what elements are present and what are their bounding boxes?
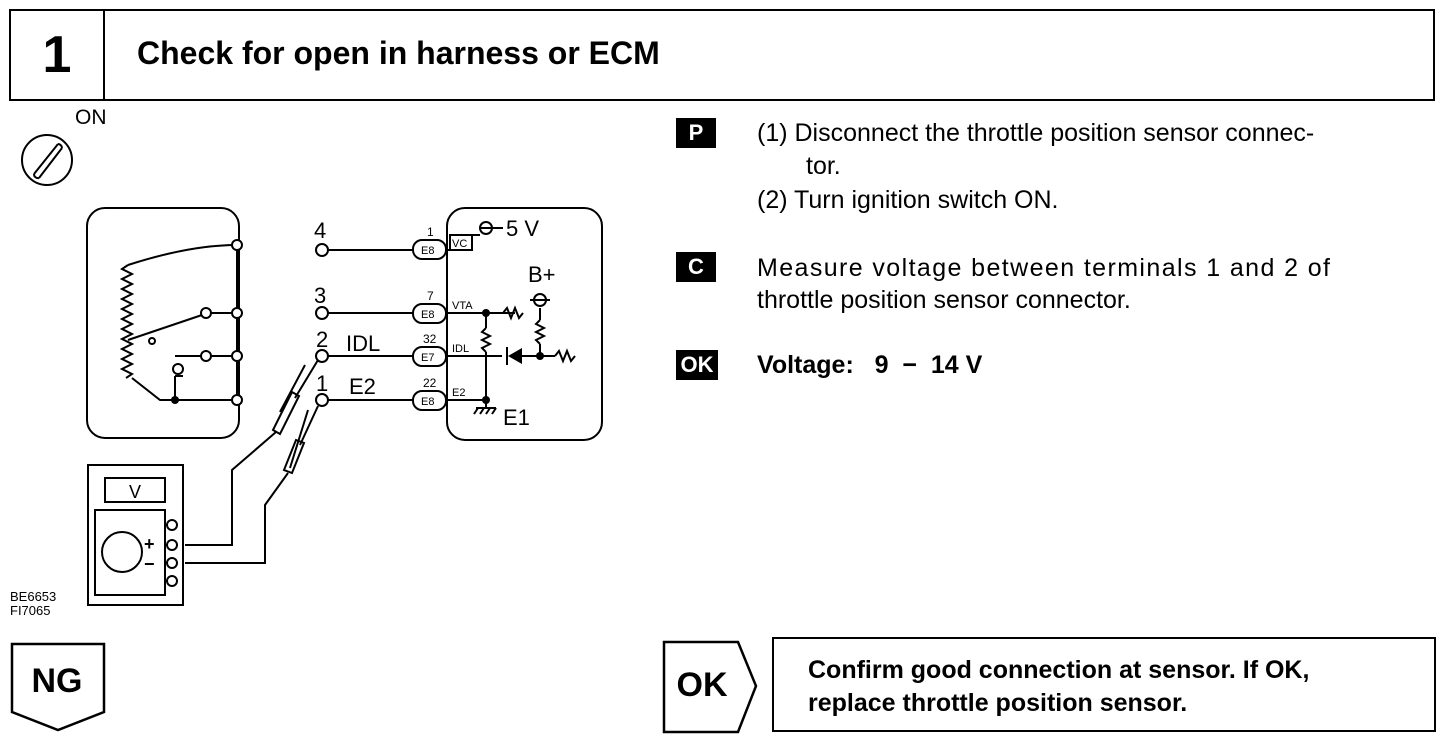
- ok-voltage-spec: Voltage: 9 − 14 V: [757, 351, 983, 379]
- ecm-terminal-name: E2: [452, 387, 465, 399]
- ng-badge: [10, 642, 106, 732]
- ground-label: E1: [503, 405, 530, 430]
- ecm-terminal-name: IDL: [452, 343, 469, 355]
- throttle-sensor-body: [86, 207, 240, 439]
- ok-message-box: Confirm good connection at sensor. If OK…: [772, 637, 1436, 732]
- prep-step-1-cont: tor.: [806, 152, 841, 180]
- ok-label: OK: [676, 666, 728, 704]
- ecm-body: [446, 207, 603, 441]
- voltmeter: [87, 464, 184, 606]
- ecm-pin-number: 1: [427, 225, 434, 239]
- ignition-label: ON: [75, 106, 107, 129]
- wiring-diagram: 4 3 2 1 IDL E2 1 7 32 22 E8 E8 E7 E8 VC …: [21, 134, 603, 606]
- ecm-connector-id: E8: [421, 245, 434, 257]
- check-tag: C: [676, 252, 716, 282]
- ok-message-line2: replace throttle position sensor.: [808, 689, 1188, 717]
- meter-plus: +: [144, 534, 155, 554]
- ng-label: NG: [31, 662, 83, 700]
- prep-step-1: (1) Disconnect the throttle position sen…: [757, 119, 1315, 147]
- ok-message-line1: Confirm good connection at sensor. If OK…: [808, 656, 1310, 684]
- ecm-pin-number: 7: [427, 289, 434, 303]
- ecm-connector-id: E8: [421, 309, 434, 321]
- ecm-terminal-name: VTA: [452, 300, 473, 312]
- sensor-pin-label: 2: [316, 327, 328, 352]
- ignition-key-icon: [21, 134, 73, 186]
- ecm-terminal-name: VC: [452, 238, 467, 250]
- ecm-connector-id: E7: [421, 352, 434, 364]
- supply-label: 5 V: [506, 216, 539, 241]
- sensor-pin-label: 3: [314, 283, 326, 308]
- sensor-pin-label: 4: [314, 218, 326, 243]
- ok-badge: [662, 640, 758, 734]
- meter-label: V: [129, 482, 141, 502]
- prep-tag: P: [676, 118, 716, 148]
- check-step: Measure voltage between terminals 1 and …: [757, 254, 1332, 282]
- step-number: 1: [11, 11, 105, 99]
- step-title: Check for open in harness or ECM: [137, 35, 660, 71]
- ecm-pin-number: 22: [423, 376, 437, 390]
- battery-label: B+: [528, 262, 556, 287]
- prep-step-2: (2) Turn ignition switch ON.: [757, 186, 1059, 214]
- sensor-pin-label: 1: [316, 371, 328, 396]
- step-header: 1 Check for open in harness or ECM: [9, 9, 1435, 101]
- meter-minus: −: [144, 554, 155, 574]
- ecm-pin-number: 32: [423, 332, 437, 346]
- ok-tag: OK: [676, 350, 718, 380]
- check-step-cont: throttle position sensor connector.: [757, 286, 1131, 314]
- wire-label: IDL: [346, 331, 380, 356]
- ecm-connector-id: E8: [421, 396, 434, 408]
- wire-label: E2: [349, 374, 376, 399]
- figure-codes: BE6653 FI7065: [10, 589, 57, 618]
